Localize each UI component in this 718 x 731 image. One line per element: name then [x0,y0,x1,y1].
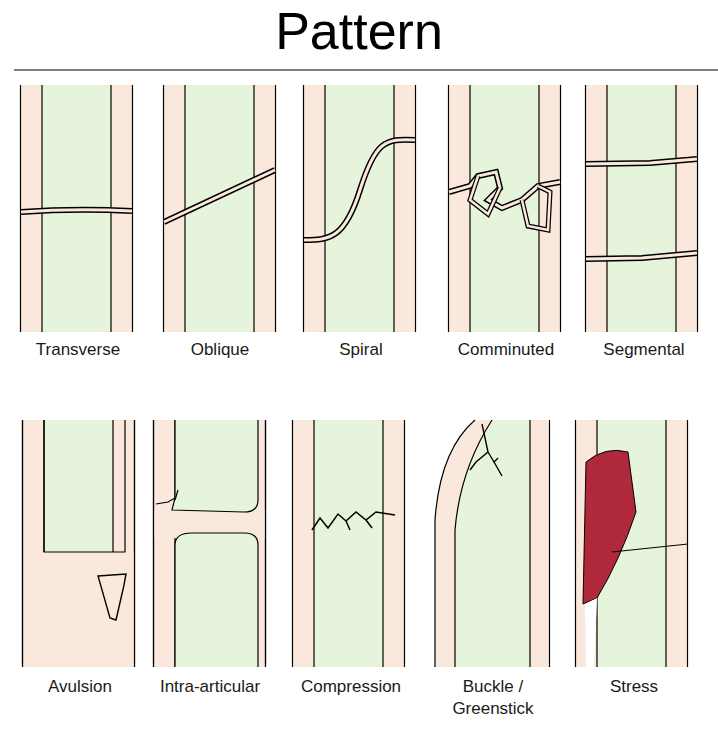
stress-fracture [583,450,688,667]
fracture-label: Avulsion [48,676,112,698]
bone [20,85,133,332]
fracture-label: Transverse [36,339,120,361]
fracture-label: Buckle / Greenstick [443,676,543,720]
page-title: Pattern [0,0,718,62]
fracture-label: Compression [301,676,401,698]
fracture-label: Oblique [191,339,250,361]
fracture-label: Stress [610,676,658,698]
intra-articular-fracture [154,420,266,667]
compression-fracture [312,512,395,530]
bone [153,420,266,667]
avulsion-fracture [23,420,137,667]
bone [575,420,688,667]
fracture-lines [21,140,697,259]
fracture-label: Intra-articular [160,676,260,698]
fracture-label: Segmental [603,339,684,361]
bone [292,420,405,667]
fracture-label: Comminuted [458,339,554,361]
bone [585,85,698,332]
bone [22,420,135,667]
bone [303,85,416,332]
buckle-fracture [435,420,550,667]
bone [448,85,561,332]
bone [163,85,276,332]
fracture-label: Spiral [339,339,382,361]
title-rule [14,69,718,71]
